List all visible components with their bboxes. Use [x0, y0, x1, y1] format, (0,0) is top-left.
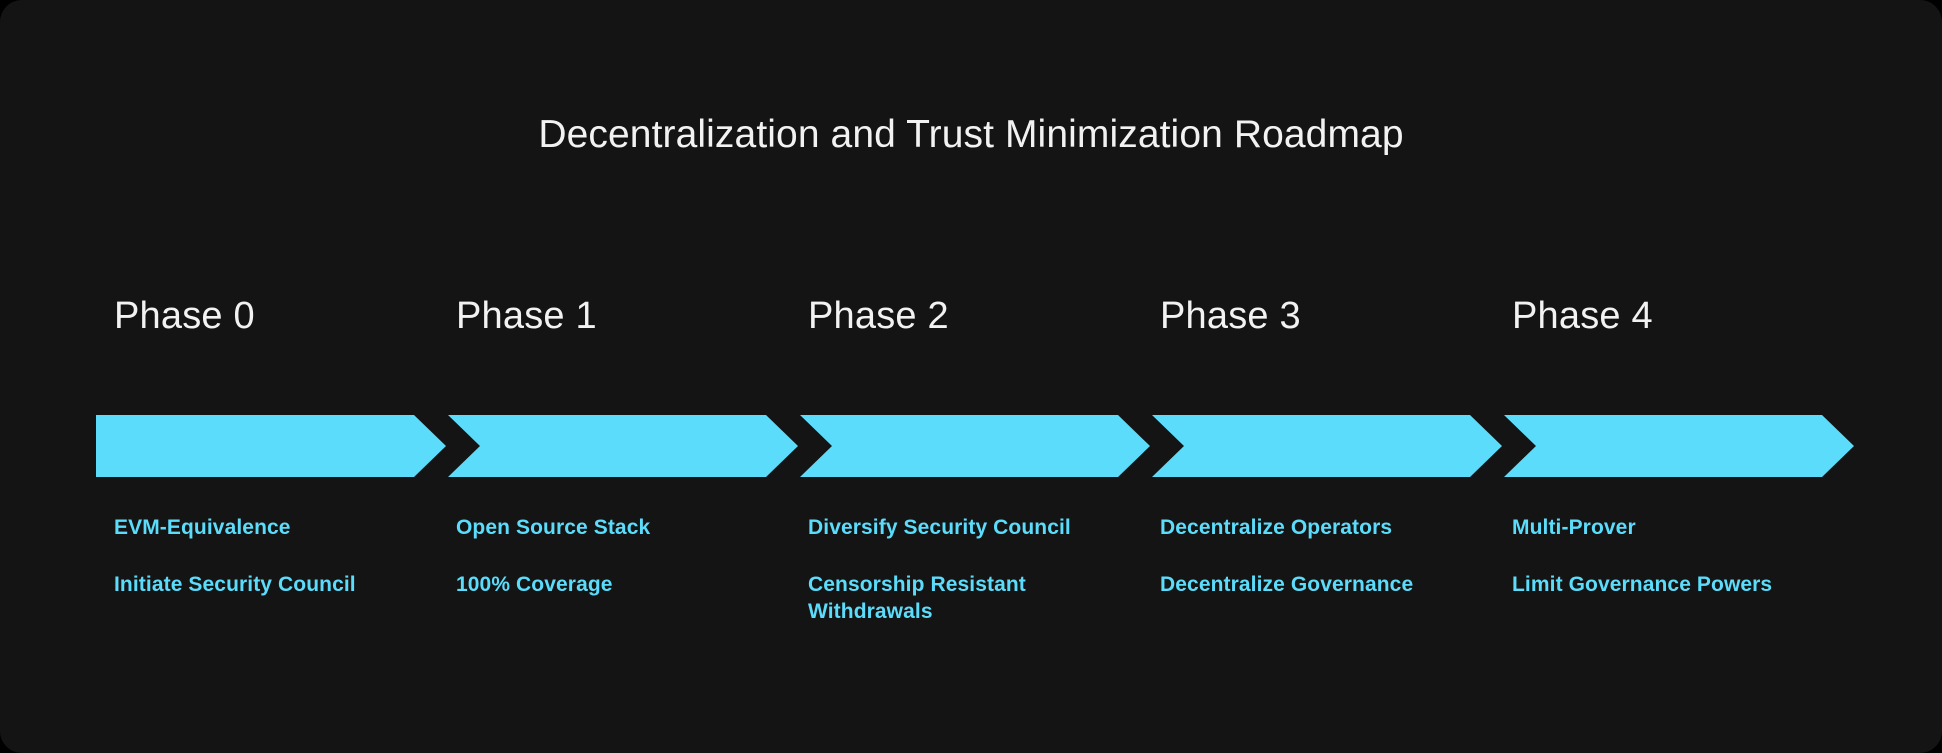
- phase-item-3-1: Decentralize Governance: [1160, 572, 1414, 596]
- phase-item-2-0: Diversify Security Council: [808, 516, 1071, 539]
- phase-arrow-0: [96, 415, 446, 477]
- phase-items-1: Open Source Stack 100% Coverage: [456, 515, 786, 599]
- phase-item-0-0: EVM-Equivalence: [114, 516, 291, 539]
- phase-label-4: Phase 4: [1512, 295, 1653, 337]
- phase-item-2-1: Censorship Resistant Withdrawals: [808, 572, 1026, 623]
- phase-arrow-4: [1504, 415, 1854, 477]
- phase-column-0: Phase 0 EVM-Equivalence Initiate Securit…: [114, 0, 464, 753]
- phase-label-2: Phase 2: [808, 295, 949, 337]
- phase-label-1: Phase 1: [456, 295, 597, 337]
- phase-items-3: Decentralize Operators Decentralize Gove…: [1160, 515, 1490, 599]
- phase-item-3-0: Decentralize Operators: [1160, 516, 1393, 539]
- phase-arrow-1: [448, 415, 798, 477]
- phase-arrow-2: [800, 415, 1150, 477]
- phase-label-3: Phase 3: [1160, 295, 1301, 337]
- phase-label-0: Phase 0: [114, 295, 255, 337]
- phase-item-4-1: Limit Governance Powers: [1512, 572, 1773, 596]
- phase-column-1: Phase 1 Open Source Stack 100% Coverage: [456, 0, 806, 753]
- phase-items-2: Diversify Security Council Censorship Re…: [808, 515, 1138, 626]
- phase-arrow-bar: [0, 415, 1942, 477]
- phase-column-4: Phase 4 Multi-Prover Limit Governance Po…: [1512, 0, 1862, 753]
- phase-item-0-1: Initiate Security Council: [114, 572, 356, 596]
- phase-item-4-0: Multi-Prover: [1512, 516, 1636, 539]
- phase-items-0: EVM-Equivalence Initiate Security Counci…: [114, 515, 444, 599]
- page-title: Decentralization and Trust Minimization …: [538, 113, 1404, 156]
- phase-items-4: Multi-Prover Limit Governance Powers: [1512, 515, 1842, 599]
- phase-column-3: Phase 3 Decentralize Operators Decentral…: [1160, 0, 1510, 753]
- phase-column-2: Phase 2 Diversify Security Council Censo…: [808, 0, 1158, 753]
- phase-arrow-3: [1152, 415, 1502, 477]
- phase-item-1-1: 100% Coverage: [456, 572, 613, 596]
- phase-item-1-0: Open Source Stack: [456, 516, 651, 539]
